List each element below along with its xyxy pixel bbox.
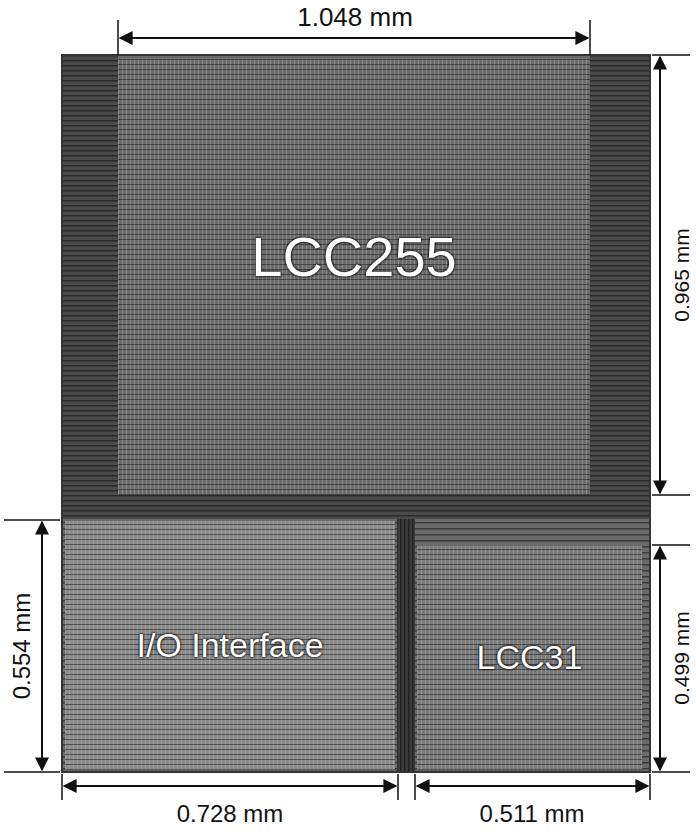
extension-line [652, 544, 690, 546]
dimension-label: 0.511 mm [480, 802, 585, 826]
block-label: I/O Interface [136, 627, 323, 664]
dimension-label: 1.048 mm [297, 4, 413, 30]
block-label: LCC31 [477, 639, 583, 676]
dimension-arrow [659, 547, 661, 770]
extension-line [652, 494, 690, 496]
dimension-arrow [417, 785, 648, 787]
dimension-label: 0.499 mm [671, 611, 692, 704]
dimension-label: 0.728 mm [177, 802, 284, 826]
extension-line [117, 20, 119, 55]
left-rail [62, 55, 118, 495]
die-border [62, 55, 650, 772]
bus-strip [397, 519, 415, 772]
extension-line [414, 774, 416, 800]
dimension-arrow [120, 37, 588, 39]
block-label: LCC255 [251, 226, 456, 288]
dimension-arrow [659, 57, 661, 493]
extension-line [652, 54, 690, 56]
extension-line [652, 771, 690, 773]
dimension-arrow [41, 522, 43, 770]
extension-line [4, 771, 60, 773]
mid-band [62, 495, 650, 519]
circuit-block: I/O Interface [65, 521, 395, 770]
die [62, 55, 650, 772]
dimension-label: 0.554 mm [10, 593, 34, 700]
extension-line [589, 20, 591, 55]
circuit-block: LCC255 [118, 58, 590, 495]
extension-line [4, 519, 60, 521]
right-rail [590, 55, 650, 495]
extension-line [61, 774, 63, 800]
dimension-arrow [64, 785, 396, 787]
extension-line [397, 774, 399, 800]
extension-line [649, 774, 651, 800]
circuit-block: LCC31 [417, 546, 642, 770]
dimension-label: 0.965 mm [671, 228, 692, 321]
